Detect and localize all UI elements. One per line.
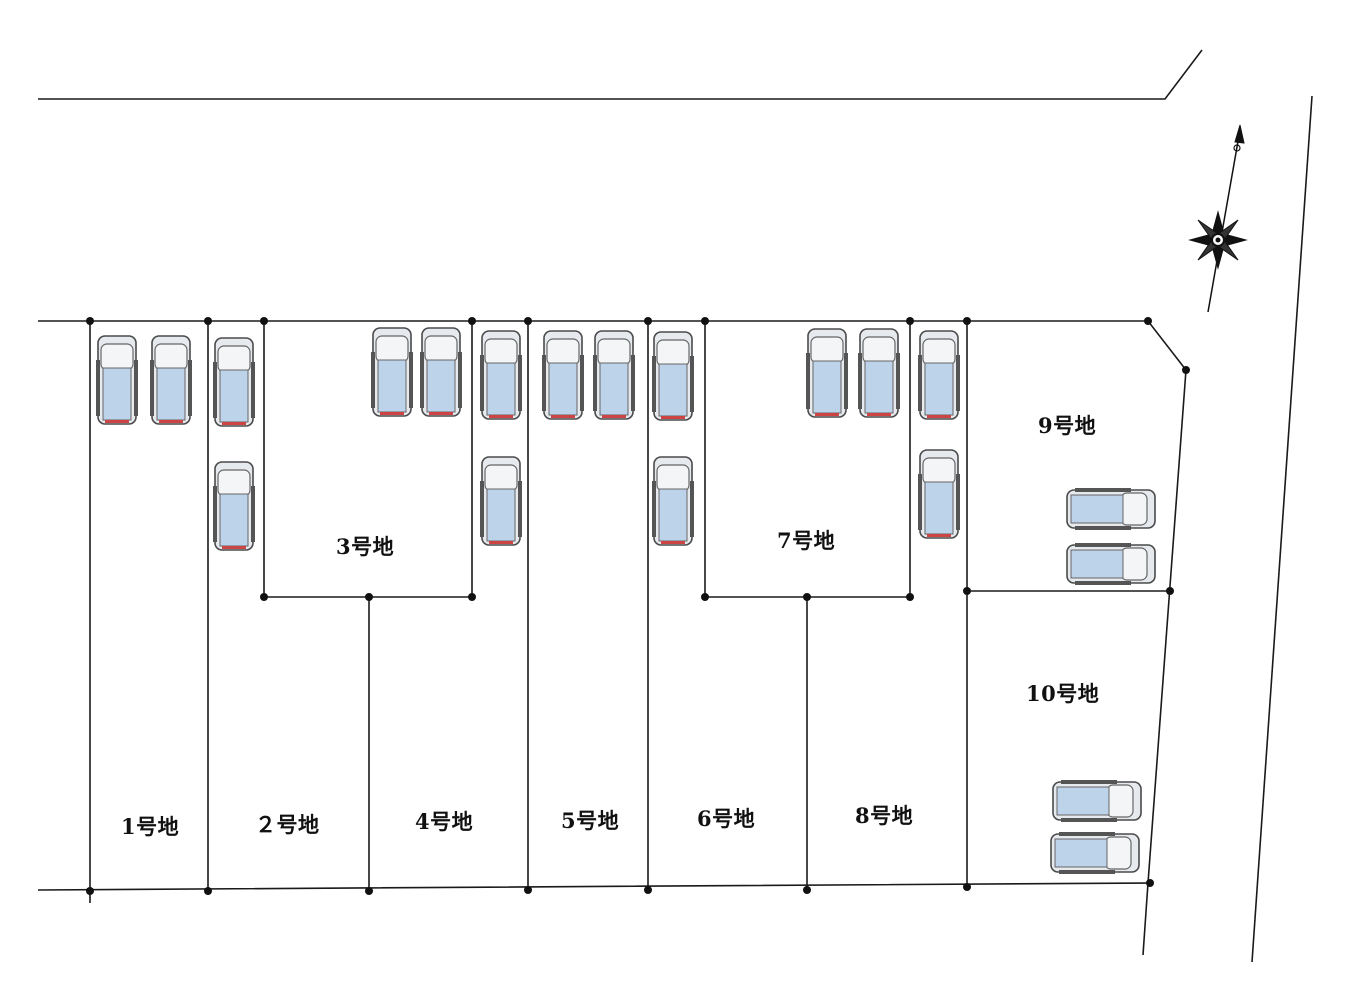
car-icon [541, 330, 585, 420]
lot-6-label: 6号地 [697, 806, 756, 831]
car-icon [479, 330, 523, 420]
parking-cars [95, 327, 1156, 875]
lot-4-label: 4号地 [415, 809, 474, 834]
lot-5-label: 5号地 [561, 808, 620, 833]
road-outline [38, 49, 1313, 963]
car-icon [370, 327, 414, 417]
car-icon [95, 335, 139, 425]
car-icon [651, 331, 695, 421]
car-icon [1066, 487, 1156, 531]
car-icon [651, 456, 695, 546]
lot-2-label: ２号地 [255, 812, 320, 837]
car-icon [917, 330, 961, 420]
lot-boundaries [37, 320, 1187, 956]
lot-8-label: 8号地 [855, 803, 914, 828]
car-icon [479, 456, 523, 546]
lot-9-label: 9号地 [1038, 413, 1097, 438]
lot-7-label: 7号地 [777, 528, 836, 553]
car-icon [149, 335, 193, 425]
car-icon [1066, 542, 1156, 586]
lot-1-label: 1号地 [121, 814, 180, 839]
car-icon [917, 449, 961, 539]
car-icon [1052, 779, 1142, 823]
car-icon [212, 461, 256, 551]
car-icon [212, 337, 256, 427]
car-icon [857, 328, 901, 418]
boundary-markers [86, 317, 1190, 895]
lot-3-label: 3号地 [336, 534, 395, 559]
car-icon [805, 328, 849, 418]
lot-10-label: 10号地 [1026, 681, 1100, 706]
car-icon [1050, 831, 1140, 875]
compass-rose-icon [1188, 124, 1248, 313]
car-icon [419, 327, 463, 417]
car-icon [592, 330, 636, 420]
